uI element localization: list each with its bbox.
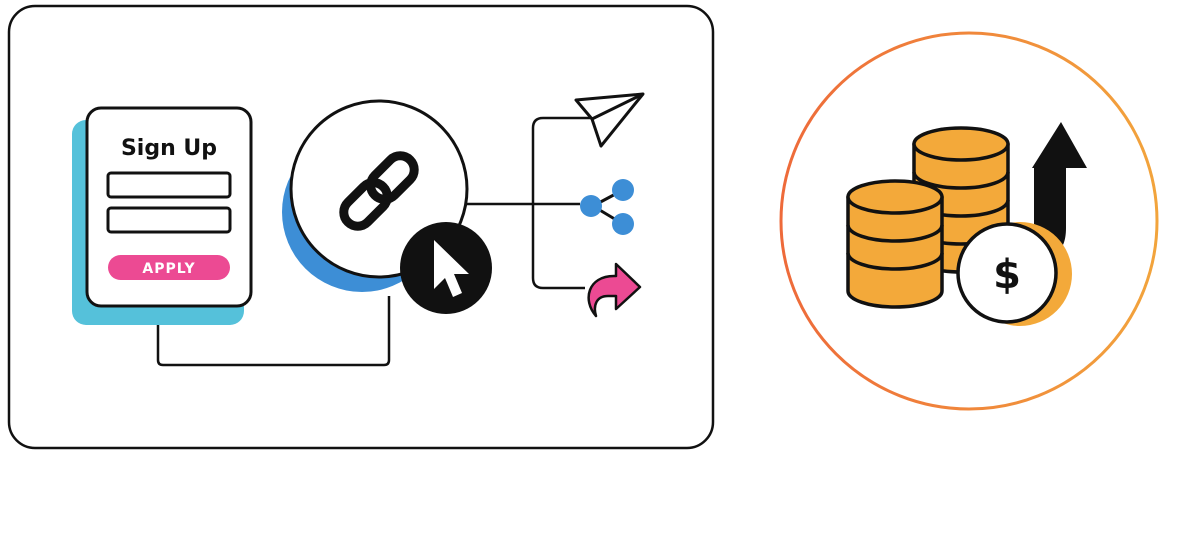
share-branch-connectors: [466, 116, 595, 290]
signup-field-2: [106, 206, 232, 234]
form-to-link-connector: [156, 296, 391, 367]
coin-stack-front-icon: [846, 179, 944, 309]
apply-button-label: APPLY: [142, 261, 195, 277]
apply-button: [108, 255, 230, 280]
share-icon: [580, 179, 634, 235]
dollar-symbol: $: [993, 252, 1021, 298]
cursor-arrow-icon: [400, 222, 492, 314]
earnings-circle: $: [779, 31, 1159, 411]
paper-plane-icon: [574, 92, 645, 148]
signup-form-icon: Sign Up APPLY: [72, 106, 253, 325]
cursor-arrow: [434, 240, 469, 297]
forward-arrow-icon: [587, 262, 642, 318]
signup-title: Sign Up: [121, 136, 217, 161]
signup-field-1: [106, 171, 232, 199]
dollar-coin-icon: $: [956, 222, 1072, 326]
chain-link-glyph: [339, 151, 419, 231]
